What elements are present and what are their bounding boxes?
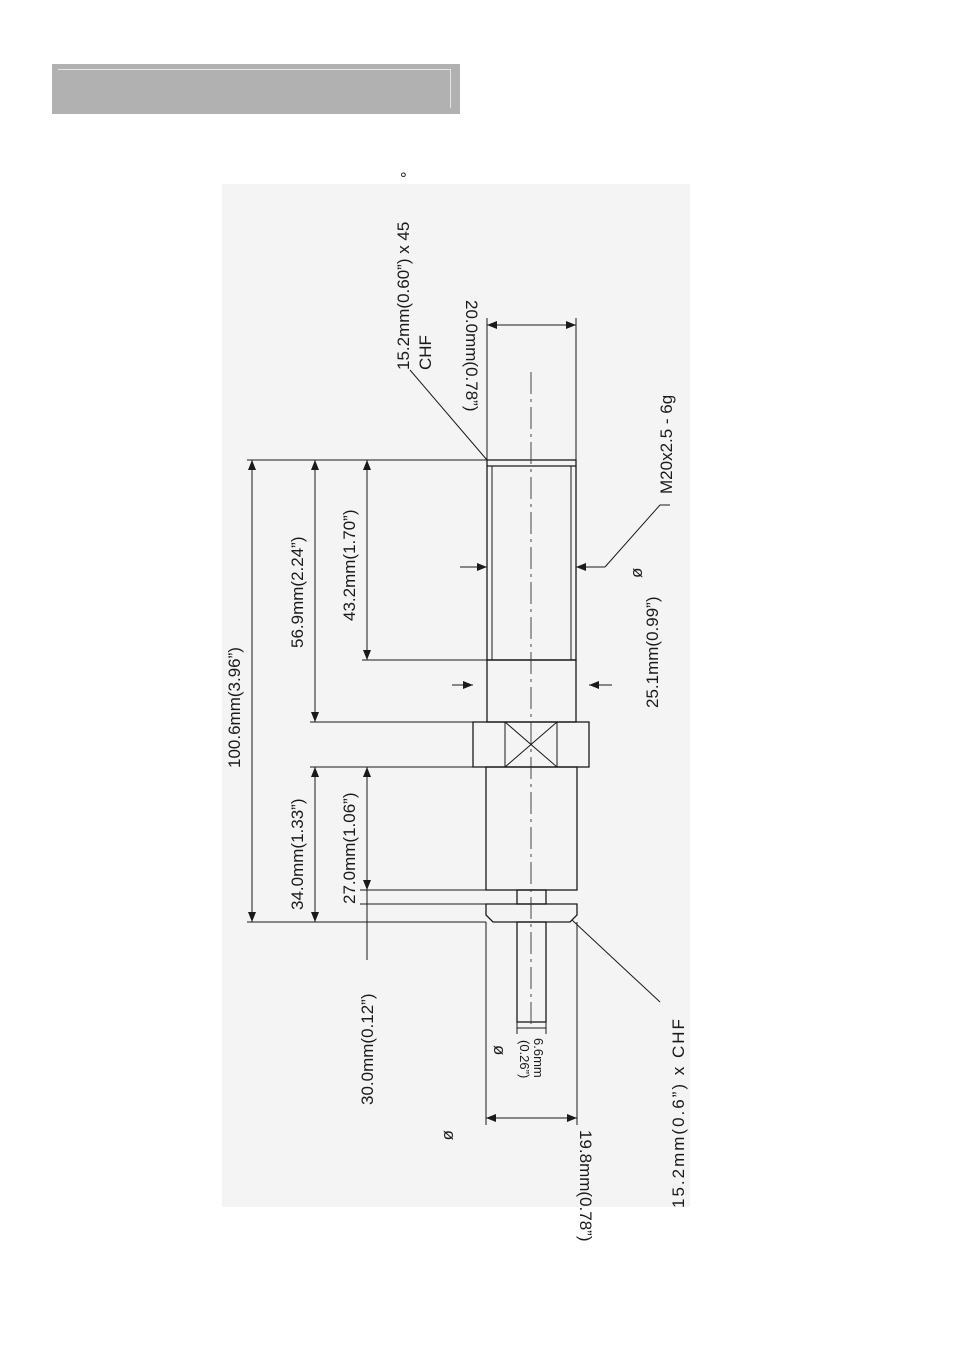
pin xyxy=(517,922,546,1022)
lower-collar xyxy=(486,904,577,922)
thread-spec-label: M20x2.5 - 6g xyxy=(657,395,676,494)
part-outline xyxy=(473,372,589,1025)
chamfer-top-label-1: 15.2mm(0.60”) x 45 xyxy=(394,222,413,370)
thread-length-label: 43.2mm(1.70”) xyxy=(340,510,359,621)
lower-body xyxy=(486,767,577,890)
hex-diameter-symbol: ø xyxy=(627,568,646,578)
thread-to-hex-label: 56.9mm(2.24”) xyxy=(288,537,307,648)
total-length-label: 100.6mm(3.96”) xyxy=(225,647,244,768)
bottom-diameter-label: 19.8mm(0.78”) xyxy=(576,1130,595,1241)
pin-diameter-label-1: 6.6mm xyxy=(531,1038,546,1078)
step-neck xyxy=(517,890,546,904)
lower-shank-label: 27.0mm(1.06”) xyxy=(340,793,359,904)
degree-symbol: ° xyxy=(400,169,407,188)
neck-section xyxy=(487,660,576,722)
bottom-diameter-symbol: ø xyxy=(440,1130,459,1140)
top-diameter-label: 20.0mm(0.78”) xyxy=(462,300,481,411)
threaded-section xyxy=(487,460,576,660)
lower-body-label: 34.0mm(1.33”) xyxy=(288,799,307,910)
dimension-texts: 100.6mm(3.96”) 56.9mm(2.24”) 43.2mm(1.70… xyxy=(225,169,688,1241)
hex-diameter-label: 25.1mm(0.99”) xyxy=(643,597,662,708)
chamfer-top-label-2: CHF xyxy=(416,335,435,370)
pin-diameter-symbol: ø xyxy=(490,1045,509,1055)
collar-offset-label: 30.0mm(0.12”) xyxy=(358,994,377,1105)
chamfer-bottom-label: 15.2mm(0.6”) x CHF xyxy=(669,1017,688,1208)
pin-diameter-label-2: (0.26”) xyxy=(517,1040,532,1078)
